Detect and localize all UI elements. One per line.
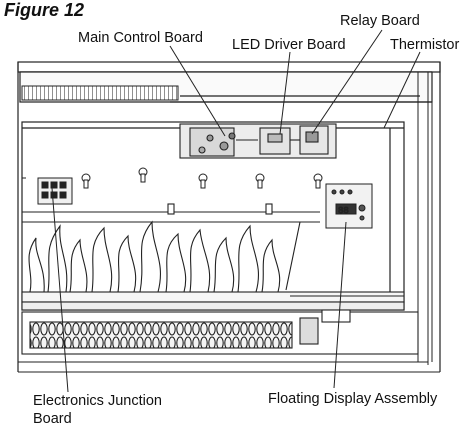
- label-led-driver-board: LED Driver Board: [232, 37, 346, 53]
- ember-tray: [18, 291, 440, 373]
- label-electronics-junction-board-line1: Electronics Junction: [33, 393, 162, 409]
- svg-text:88: 88: [338, 206, 349, 216]
- figure-title: Figure 12: [4, 0, 85, 20]
- label-thermistor: Thermistor: [390, 37, 460, 53]
- flame-panel: [22, 203, 320, 291]
- electronics-junction-board-shape: [37, 177, 73, 205]
- label-floating-display-assembly: Floating Display Assembly: [268, 391, 438, 407]
- keyhole-slots: [22, 167, 323, 189]
- label-relay-board: Relay Board: [340, 13, 420, 29]
- floating-display-shape: 88: [325, 183, 373, 229]
- control-board-housing: [179, 123, 337, 159]
- label-main-control-board: Main Control Board: [78, 30, 203, 46]
- top-vent-strip: [21, 85, 179, 101]
- label-electronics-junction-board-line2: Board: [33, 411, 72, 427]
- leader-lines: [51, 29, 421, 393]
